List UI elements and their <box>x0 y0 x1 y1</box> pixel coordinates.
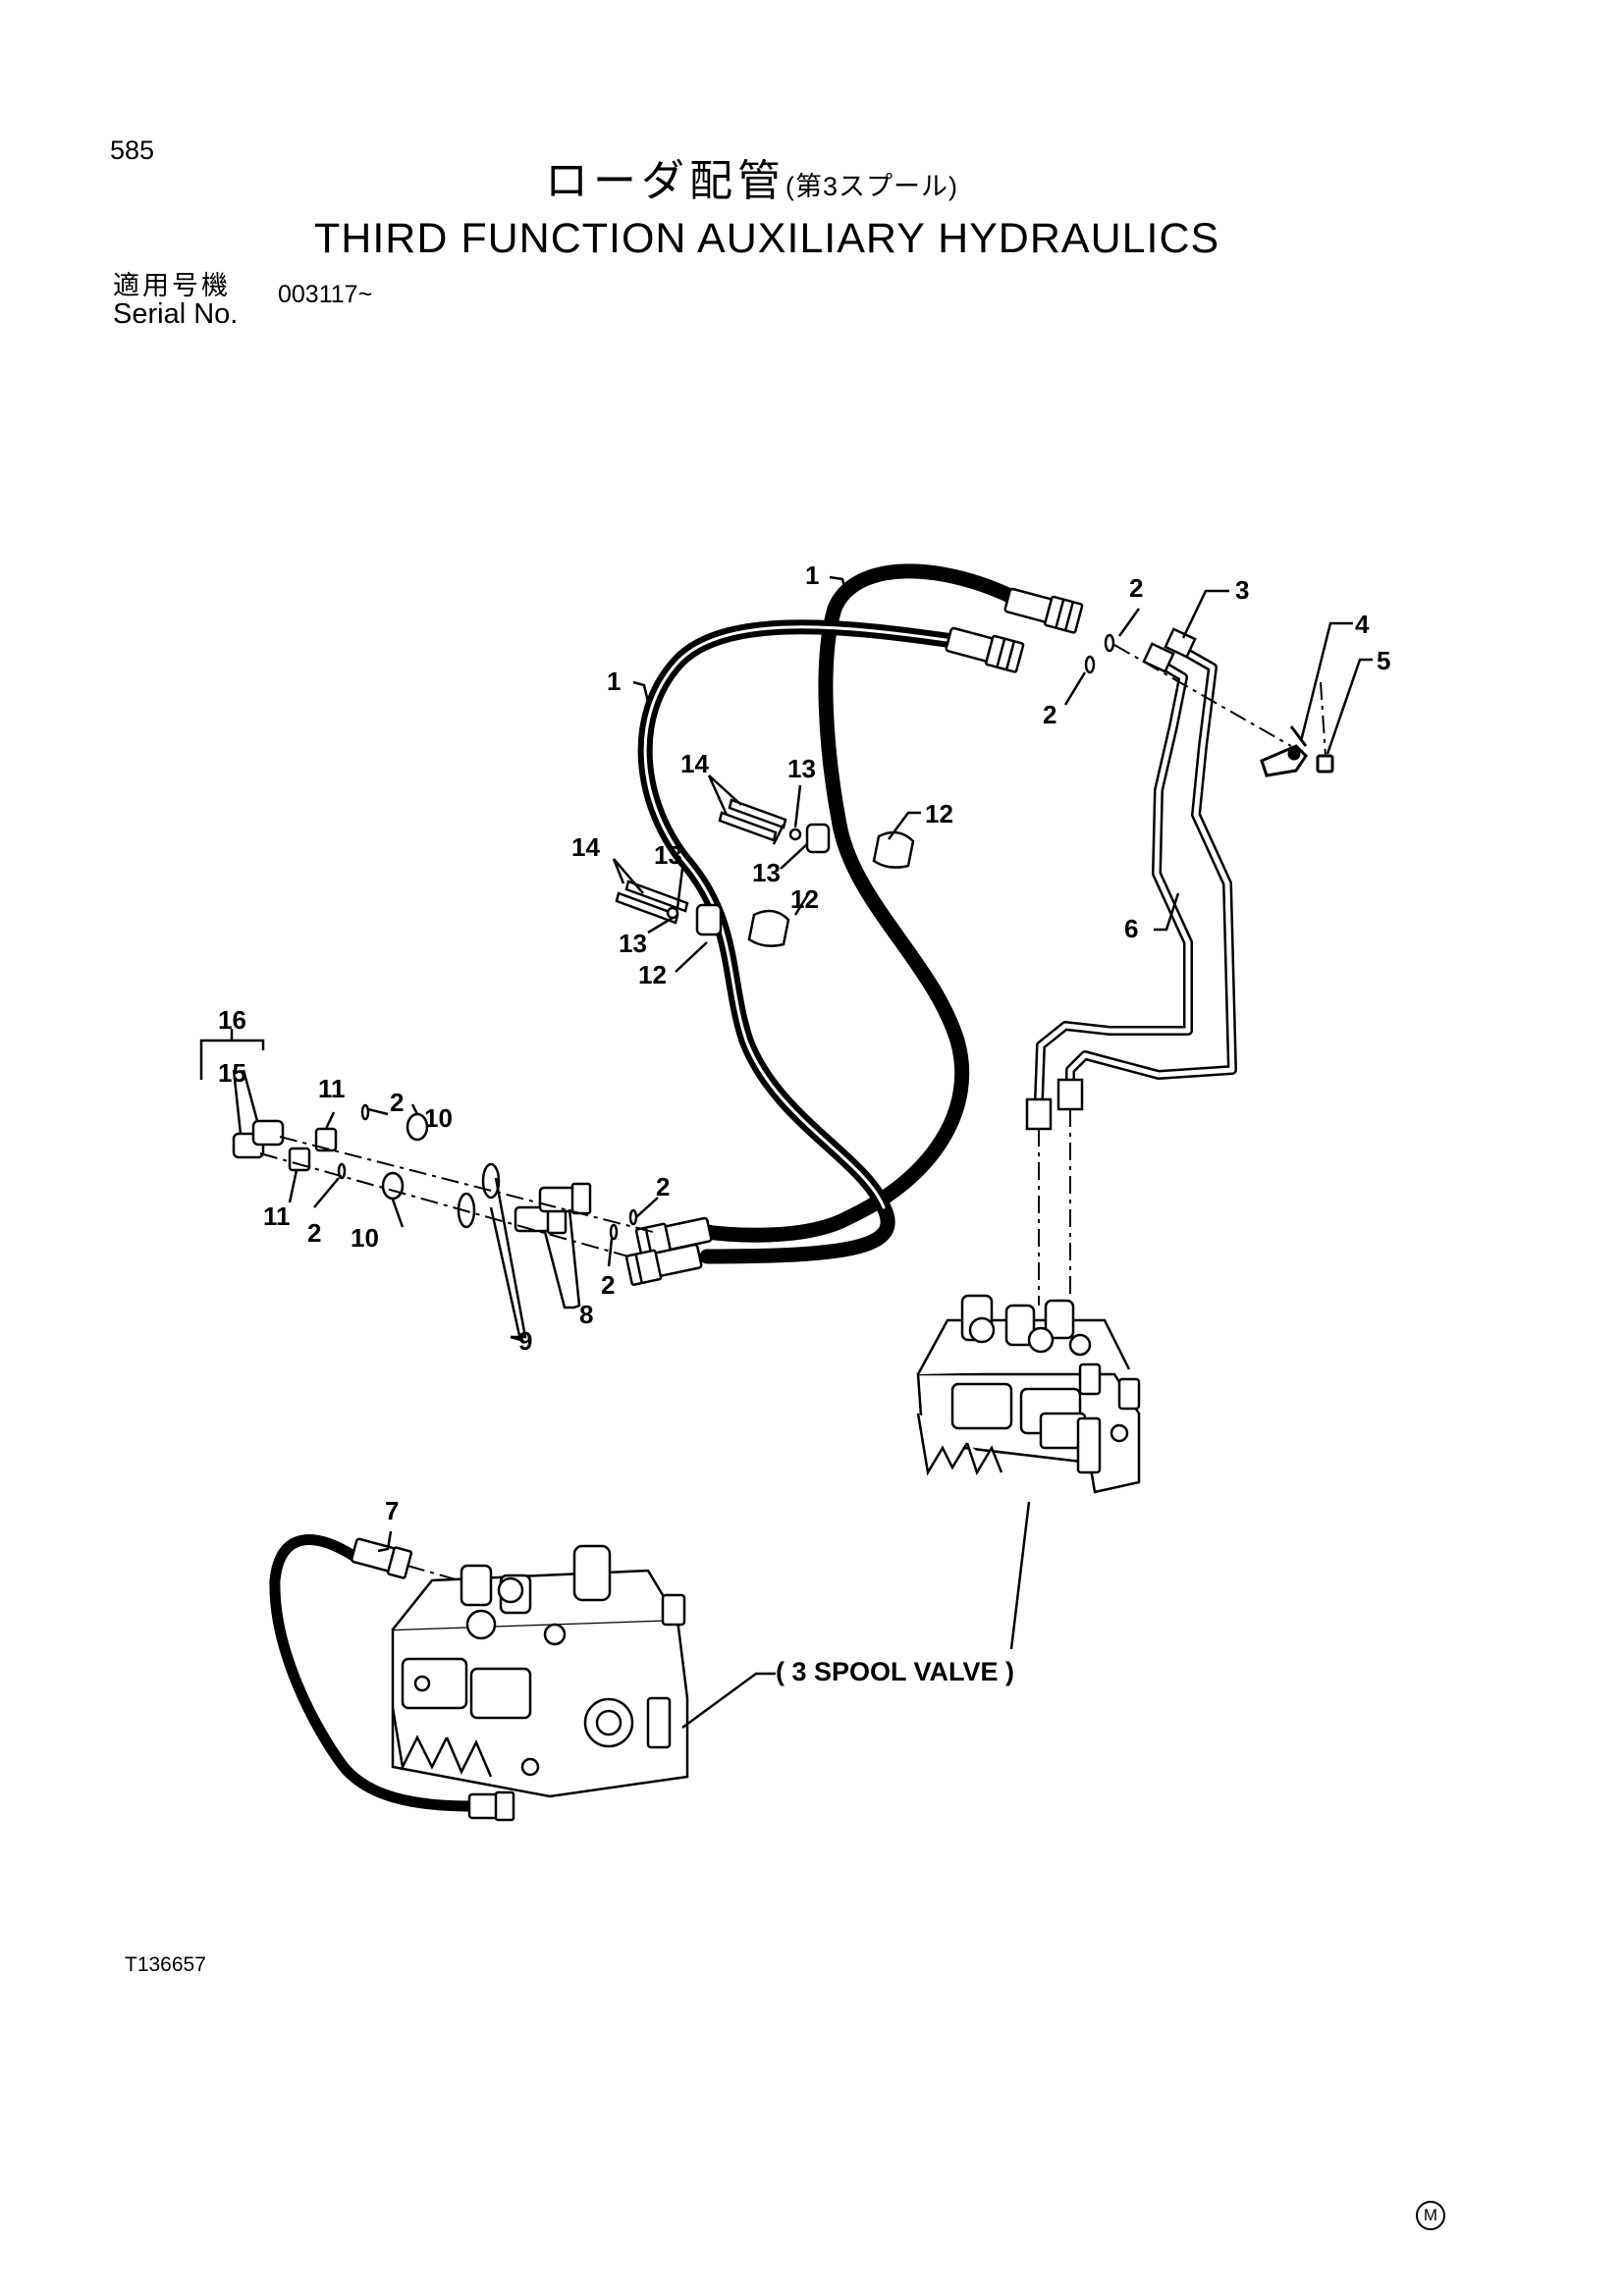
hose-end-fittings-upper <box>945 587 1084 673</box>
serial-value: 003117~ <box>278 281 373 308</box>
callout-2: 2 <box>656 1172 670 1201</box>
callout-2: 2 <box>390 1088 404 1117</box>
callout-2: 2 <box>307 1218 321 1248</box>
title-japanese-sub: (第3スプール) <box>785 172 958 201</box>
hose-assembly-1 <box>637 563 1034 1264</box>
maker-mark-icon: M <box>1416 2201 1445 2230</box>
callout-2: 2 <box>1043 700 1056 729</box>
callout-3: 3 <box>1235 575 1249 605</box>
callout-14: 14 <box>571 832 600 862</box>
callout-5: 5 <box>1377 646 1390 675</box>
callout-13: 13 <box>752 858 781 887</box>
title-japanese-main: ローダ配管 <box>545 157 785 205</box>
spool-valve-label: ( 3 SPOOL VALVE ) <box>776 1657 1014 1686</box>
callout-10: 10 <box>351 1223 379 1253</box>
hose-clamp-parts <box>615 798 915 947</box>
callout-11: 11 <box>263 1201 291 1231</box>
callout-15: 15 <box>218 1058 246 1088</box>
hose-end-fittings-lower <box>624 1216 713 1286</box>
hose-7 <box>269 1534 477 1812</box>
callout-10: 10 <box>424 1103 453 1133</box>
callout-12: 12 <box>925 799 953 828</box>
callout-12: 12 <box>638 960 667 989</box>
callout-1: 1 <box>607 667 621 696</box>
steel-tube-pair-6 <box>1034 643 1237 1100</box>
callout-4: 4 <box>1355 610 1370 639</box>
callout-13: 13 <box>654 840 682 870</box>
serial-label-japanese: 適用号機 <box>113 271 231 300</box>
hose-right <box>699 563 1034 1243</box>
serial-label-english: Serial No. <box>113 298 239 330</box>
callout-14: 14 <box>680 749 709 778</box>
callout-numbers: 1 1 2 2 2 2 2 2 3 4 5 6 7 8 9 10 10 11 1… <box>218 561 1390 1686</box>
alignment-lines <box>259 644 1326 1586</box>
callout-8: 8 <box>579 1300 593 1329</box>
callout-9: 9 <box>518 1326 532 1356</box>
callout-11: 11 <box>318 1074 346 1103</box>
title-english: THIRD FUNCTION AUXILIARY HYDRAULICS <box>314 215 1220 262</box>
callout-2: 2 <box>601 1270 615 1300</box>
callout-13: 13 <box>619 929 647 958</box>
callout-13: 13 <box>787 754 816 783</box>
clamp-4 <box>1260 725 1308 777</box>
leader-lines <box>199 575 1373 1730</box>
valve-block-upper <box>916 1294 1141 1494</box>
tube-nuts <box>1025 627 1197 1131</box>
o-rings-upper <box>1084 633 1115 674</box>
callout-1: 1 <box>805 561 819 590</box>
page-number: 585 <box>110 135 155 165</box>
callout-12: 12 <box>790 884 819 914</box>
hose-7-fittings <box>350 1537 515 1822</box>
bolt-5 <box>1316 754 1334 774</box>
callout-16: 16 <box>218 1005 246 1035</box>
title-japanese: ローダ配管(第3スプール) <box>545 160 958 203</box>
drawing-number: T136657 <box>125 1953 206 1976</box>
callout-2: 2 <box>1129 573 1143 603</box>
callout-6: 6 <box>1124 914 1138 943</box>
valve-block-lower <box>391 1544 689 1798</box>
callout-7: 7 <box>385 1496 399 1525</box>
